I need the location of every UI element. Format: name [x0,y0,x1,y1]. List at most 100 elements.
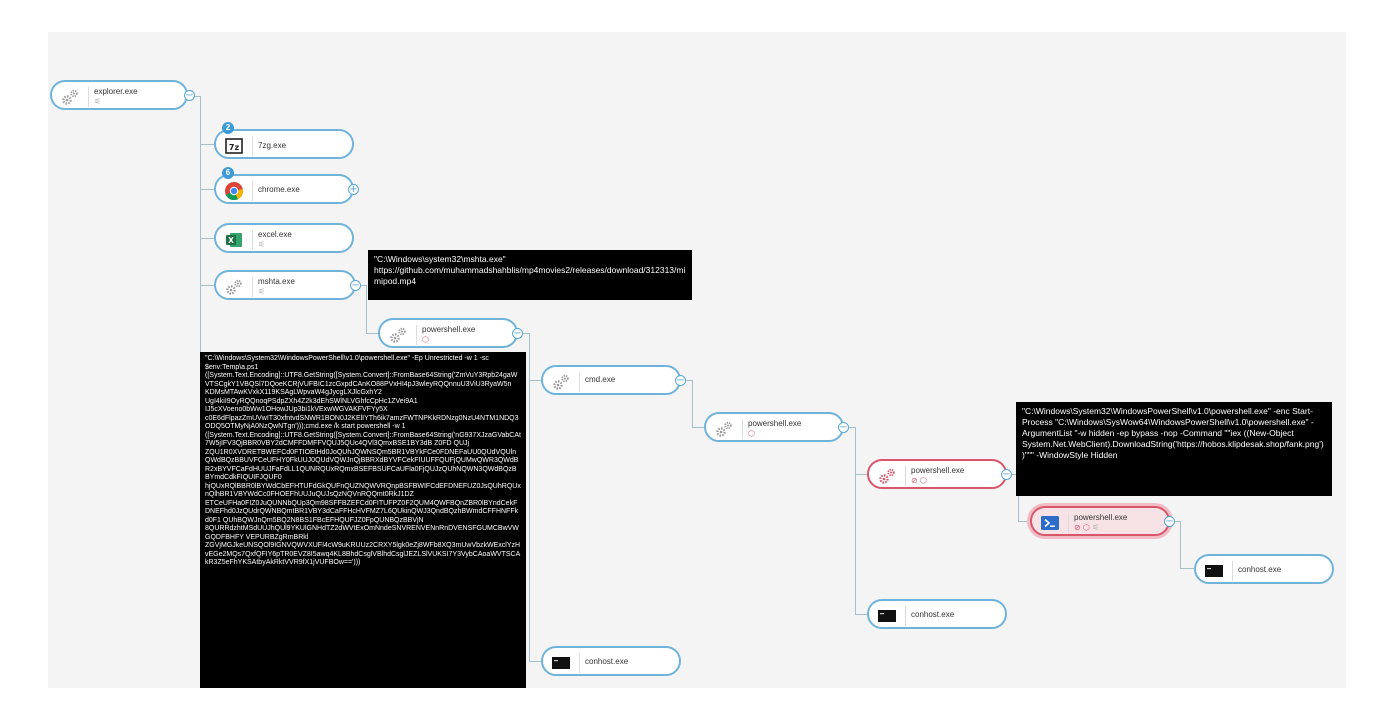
process-name: mshta.exe [258,277,295,286]
process-node-conhost-2[interactable]: conhost.exe [867,599,1007,629]
node-separator [1068,513,1069,533]
node-separator [579,653,580,673]
gears-icon [226,279,242,295]
tree-connector [686,380,692,381]
node-separator [252,277,253,297]
process-name: explorer.exe [94,87,138,96]
instance-count-badge: 2 [222,122,234,134]
process-node-powershell-2[interactable]: powershell.exe ⬡ [704,412,844,442]
process-node-conhost-1[interactable]: conhost.exe [1194,554,1334,584]
process-name: conhost.exe [585,657,629,666]
process-node-cmd[interactable]: cmd.exe [541,365,681,395]
tree-connector [200,238,214,239]
collapse-toggle-icon[interactable]: − [1001,469,1012,480]
process-tree-canvas: explorer.exe ⚟ − 7z 7zg.exe 2 chrome.exe… [48,32,1346,688]
process-name: 7zg.exe [258,141,287,150]
expand-toggle-icon[interactable]: + [348,184,359,195]
svg-text:X: X [228,236,234,245]
node-separator [88,87,89,107]
gears-alert-icon [879,468,895,484]
tree-connector [1018,521,1030,522]
tree-connector [200,189,214,190]
process-node-excel[interactable]: X excel.exe ⚟ [214,223,354,253]
tree-connector [855,474,867,475]
process-name: chrome.exe [258,185,300,194]
tree-connector [849,427,855,428]
tree-connector [193,96,200,97]
node-separator [252,230,253,250]
node-separator [416,325,417,345]
console-icon [1205,565,1223,577]
command-line-tooltip-powershell-encoded: "C:\Windows\System32\WindowsPowerShell\v… [200,352,526,688]
tree-connector [200,285,214,286]
process-node-conhost-3[interactable]: conhost.exe [541,646,681,676]
node-separator [905,606,906,626]
tree-connector [692,427,704,428]
alert-shield-icon: ⬡ [748,429,755,438]
process-name: conhost.exe [911,610,955,619]
collapse-toggle-icon[interactable]: − [1164,516,1175,527]
tree-connector [529,333,530,662]
powershell-icon [1041,516,1059,530]
console-icon [878,610,896,622]
collapse-toggle-icon[interactable]: − [675,375,686,386]
network-icon: ⚟ [94,97,102,106]
command-line-tooltip-mshta: "C:\Windows\system32\mshta.exe" https://… [368,250,692,300]
process-node-7zg[interactable]: 7z 7zg.exe [214,129,354,159]
process-name: powershell.exe [1074,513,1128,522]
tree-connector [1174,521,1180,522]
tree-connector [366,285,367,333]
tree-connector [1012,474,1018,475]
process-name: conhost.exe [1238,565,1282,574]
process-name: powershell.exe [422,325,476,334]
node-separator [905,466,906,486]
process-node-mshta[interactable]: mshta.exe ⚟ [214,270,356,300]
process-node-powershell-4[interactable]: powershell.exe ⊘ ⬡ ⚟ [1030,506,1170,536]
gears-icon [390,327,406,343]
process-node-powershell-1[interactable]: powershell.exe ⬡ [378,318,518,348]
network-icon: ⚟ [258,287,266,296]
tree-connector [523,333,529,334]
process-name: powershell.exe [911,466,965,475]
gears-icon [553,374,569,390]
tree-connector [1180,521,1181,568]
alert-status-icons: ⊘ ⬡ [911,476,927,485]
alert-status-icons: ⊘ ⬡ ⚟ [1074,523,1100,532]
tree-connector [855,614,867,615]
tree-connector [360,285,366,286]
gears-icon [62,89,78,105]
tree-connector [1180,568,1194,569]
collapse-toggle-icon[interactable]: − [184,90,195,101]
process-node-chrome[interactable]: chrome.exe [214,174,354,204]
node-separator [579,372,580,392]
tree-connector [692,380,693,427]
network-icon: ⚟ [258,240,266,249]
process-name: cmd.exe [585,375,616,384]
console-icon [552,657,570,669]
collapse-toggle-icon[interactable]: − [512,328,523,339]
collapse-toggle-icon[interactable]: − [838,422,849,433]
process-node-explorer[interactable]: explorer.exe ⚟ [50,80,188,110]
collapse-toggle-icon[interactable]: − [350,280,361,291]
tree-connector [200,144,214,145]
chrome-icon [225,182,244,201]
gears-icon [716,421,732,437]
tree-connector [1018,474,1019,521]
excel-icon: X [226,233,242,247]
tree-connector [529,380,541,381]
tree-connector [855,427,856,614]
instance-count-badge: 6 [222,167,234,179]
process-name: excel.exe [258,230,292,239]
process-name: powershell.exe [748,419,802,428]
alert-shield-icon: ⬡ [422,335,429,344]
node-separator [252,181,253,201]
tree-connector [529,661,541,662]
7zip-icon: 7z [225,138,243,154]
process-node-powershell-3[interactable]: powershell.exe ⊘ ⬡ [867,459,1007,489]
svg-text:7z: 7z [229,143,240,152]
tree-connector [366,333,378,334]
node-separator [742,419,743,439]
node-separator [1232,561,1233,581]
command-line-tooltip-powershell-hidden: "C:\Windows\System32\WindowsPowerShell\v… [1016,402,1332,496]
node-separator [252,136,253,156]
